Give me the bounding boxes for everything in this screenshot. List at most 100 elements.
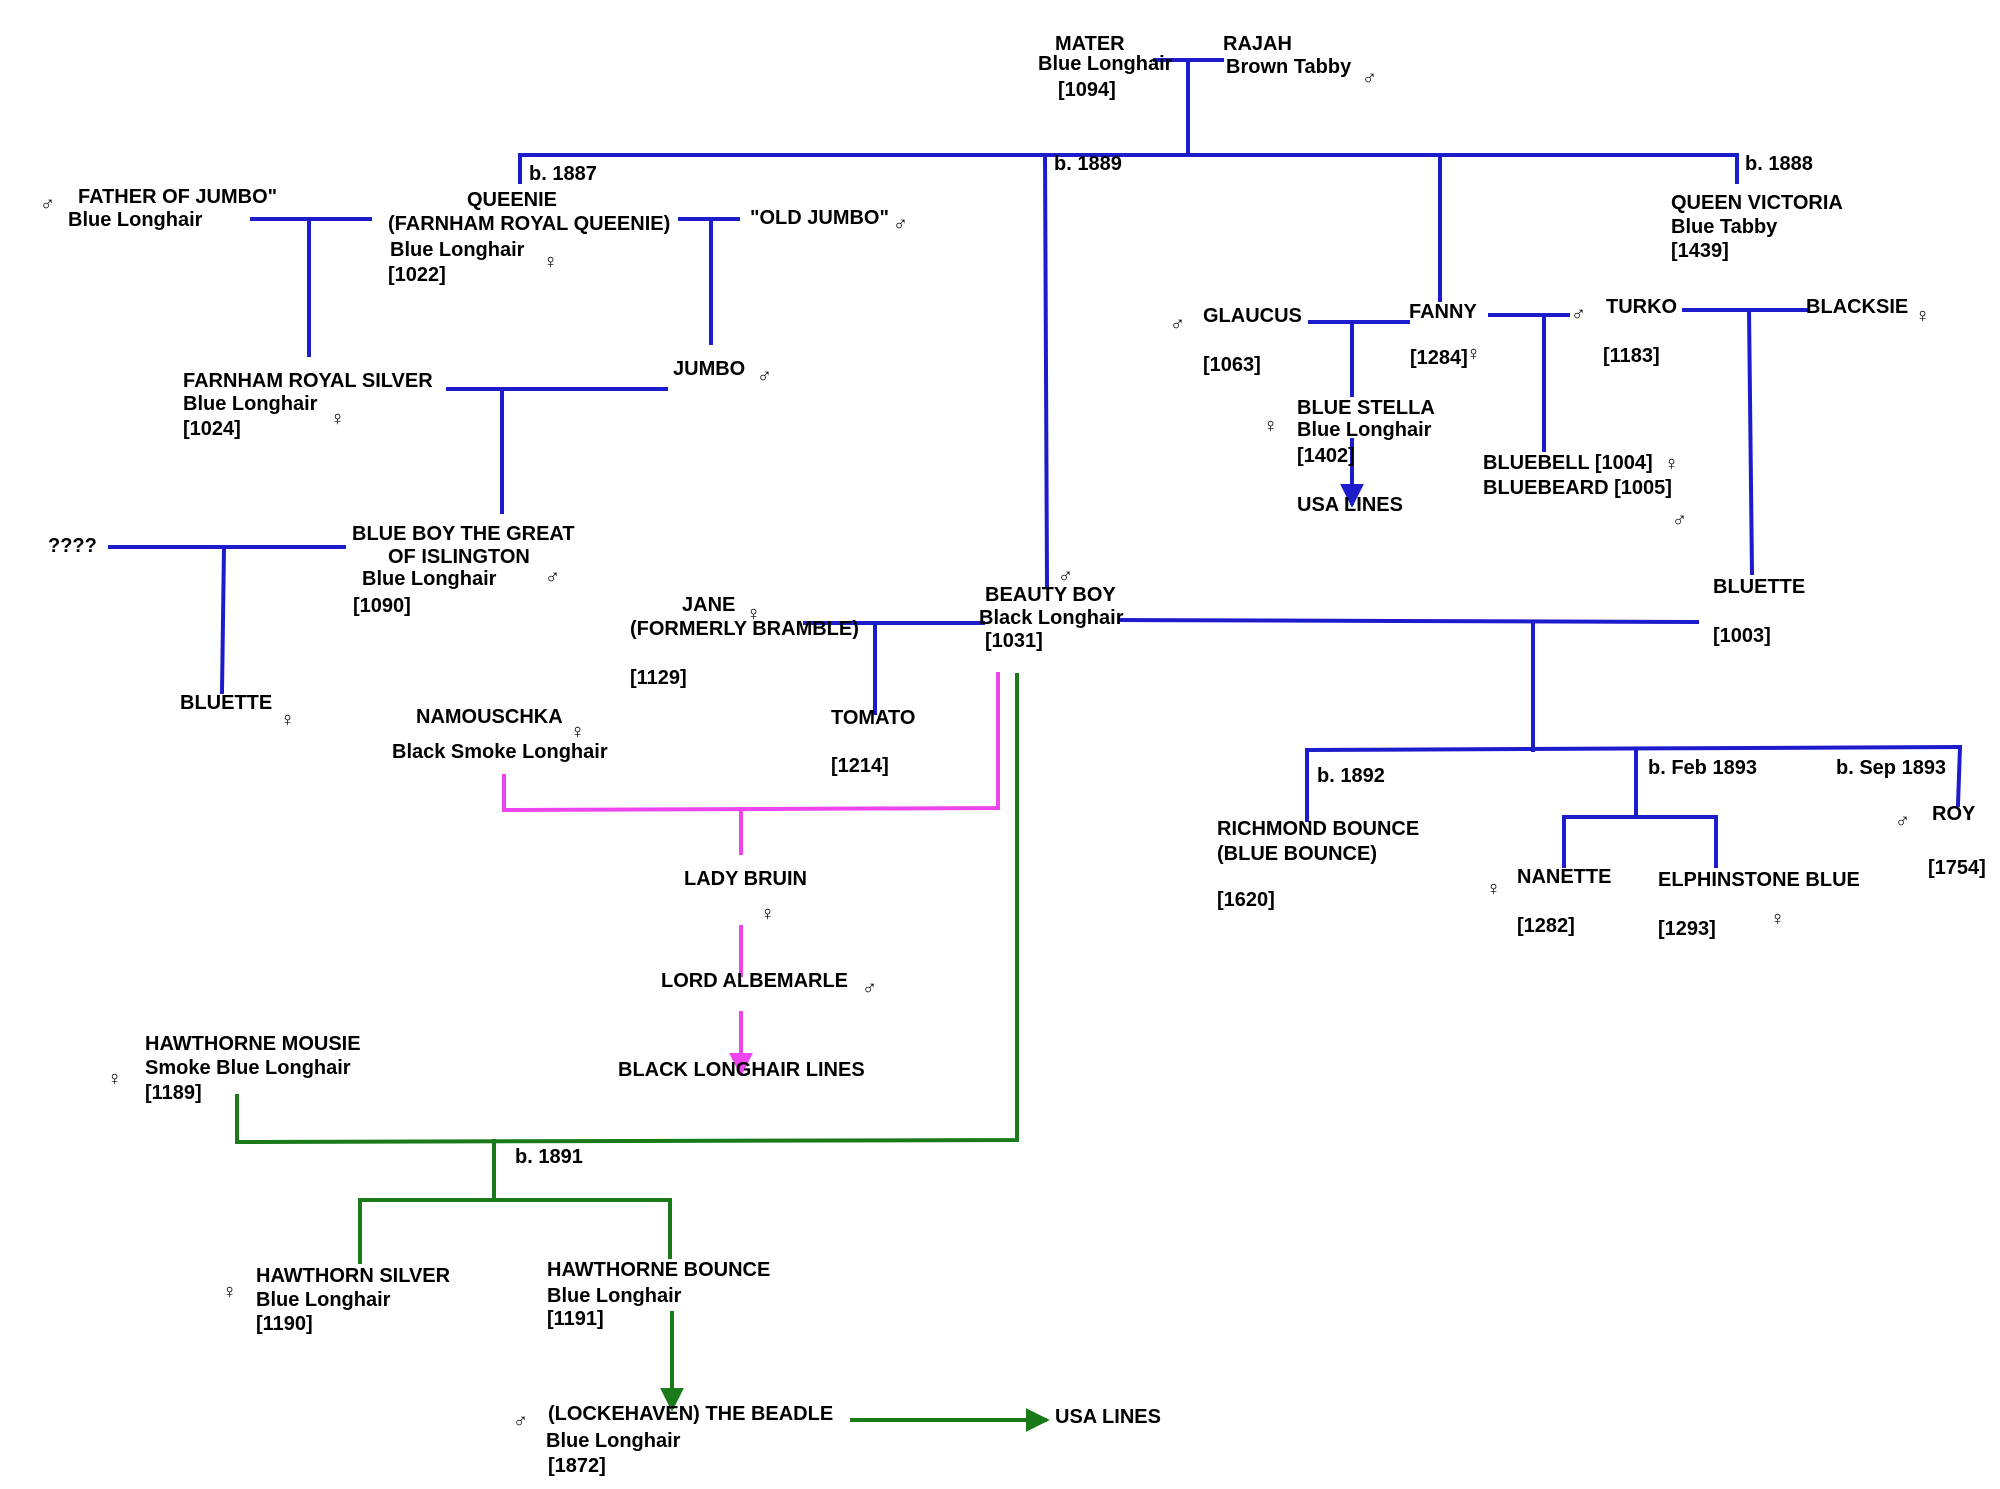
fanny-id: [1284] [1410, 347, 1468, 369]
magenta-connectors [502, 672, 1000, 1077]
node-jumbo: JUMBO ♂ [673, 358, 772, 387]
node-namouschka: NAMOUSCHKA ♀ Black Smoke Longhair [392, 706, 608, 763]
node-lord-albemarle: LORD ALBEMARLE ♂ [661, 970, 877, 999]
richmond-bounce-alias: (BLUE BOUNCE) [1217, 843, 1377, 865]
jane-name: JANE [682, 594, 735, 616]
usa-lines-1-label: USA LINES [1297, 494, 1403, 516]
node-queen-victoria: QUEEN VICTORIA Blue Tabby [1439] [1671, 192, 1843, 262]
female-symbol-icon: ♀ [280, 709, 295, 731]
node-richmond-bounce: RICHMOND BOUNCE (BLUE BOUNCE) [1620] [1217, 818, 1419, 911]
lord-albemarle-name: LORD ALBEMARLE [661, 970, 848, 992]
namouschka-breed: Black Smoke Longhair [392, 741, 608, 763]
father-of-jumbo-name: FATHER OF JUMBO" [78, 186, 277, 208]
namouschka-name: NAMOUSCHKA [416, 706, 563, 728]
node-jane: JANE ♀ (FORMERLY BRAMBLE) [1129] [630, 594, 859, 689]
tomato-id: [1214] [831, 755, 889, 777]
drop-roy [1955, 744, 1963, 808]
male-symbol-icon: ♂ [1362, 67, 1377, 89]
beauty-boy-name: BEAUTY BOY [985, 584, 1116, 606]
black-longhair-lines-label: BLACK LONGHAIR LINES [618, 1059, 865, 1081]
node-hawthorn-silver: ♀ HAWTHORN SILVER Blue Longhair [1190] [222, 1265, 451, 1335]
node-mater: MATER Blue Longhair [1094] [1038, 33, 1173, 101]
node-usa-lines-2: USA LINES [1055, 1406, 1161, 1428]
the-beadle-name: (LOCKEHAVEN) THE BEADLE [548, 1403, 833, 1425]
female-symbol-icon: ♀ [1466, 343, 1481, 365]
hawthorn-silver-breed: Blue Longhair [256, 1289, 391, 1311]
male-symbol-icon: ♂ [1058, 565, 1073, 587]
birth-label-sep-1893: b. Sep 1893 [1836, 757, 1946, 779]
bluette-left-name: BLUETTE [180, 692, 272, 714]
bluebeard-label: BLUEBEARD [1005] [1483, 477, 1672, 499]
female-symbol-icon: ♀ [107, 1068, 122, 1090]
bluette-right-id: [1003] [1713, 625, 1771, 647]
node-tomato: TOMATO [1214] [831, 707, 915, 777]
rajah-name: RAJAH [1223, 33, 1292, 55]
farnham-silver-breed: Blue Longhair [183, 393, 318, 415]
node-queenie: QUEENIE (FARNHAM ROYAL QUEENIE) Blue Lon… [388, 189, 670, 286]
node-usa-lines-1: USA LINES [1297, 494, 1403, 516]
female-symbol-icon: ♀ [570, 721, 585, 743]
hawthorne-mousie-name: HAWTHORNE MOUSIE [145, 1033, 361, 1055]
node-elphinstone-blue: ELPHINSTONE BLUE ♀ [1293] [1658, 869, 1860, 940]
female-symbol-icon: ♀ [330, 408, 345, 430]
turko-name: TURKO [1606, 296, 1677, 318]
birth-label-feb-1893: b. Feb 1893 [1648, 757, 1757, 779]
turko-id: [1183] [1603, 345, 1660, 367]
node-blue-stella: ♀ BLUE STELLA Blue Longhair [1402] [1263, 397, 1435, 467]
tomato-name: TOMATO [831, 707, 915, 729]
node-old-jumbo: "OLD JUMBO" ♂ [750, 207, 908, 235]
glaucus-name: GLAUCUS [1203, 305, 1302, 327]
bluette-right-name: BLUETTE [1713, 576, 1805, 598]
bluebell-label: BLUEBELL [1004] [1483, 452, 1653, 474]
node-father-of-jumbo: ♂ FATHER OF JUMBO" Blue Longhair [40, 186, 277, 231]
the-beadle-id: [1872] [548, 1455, 606, 1477]
hawthorn-silver-name: HAWTHORN SILVER [256, 1265, 451, 1287]
hawthorne-bounce-name: HAWTHORNE BOUNCE [547, 1259, 770, 1281]
beauty-boy-breed: Black Longhair [979, 607, 1124, 629]
mater-id: [1094] [1058, 79, 1116, 101]
queen-victoria-name: QUEEN VICTORIA [1671, 192, 1843, 214]
female-symbol-icon: ♀ [543, 251, 558, 273]
blue-boy-id: [1090] [353, 595, 411, 617]
elphinstone-blue-id: [1293] [1658, 918, 1716, 940]
roy-name: ROY [1932, 803, 1976, 825]
node-bluebell-bluebeard: BLUEBELL [1004] BLUEBEARD [1005] ♀ ♂ [1483, 452, 1687, 531]
farnham-silver-name: FARNHAM ROYAL SILVER [183, 370, 433, 392]
old-jumbo-name: "OLD JUMBO" [750, 207, 889, 229]
hawthorne-mousie-id: [1189] [145, 1082, 202, 1104]
node-rajah: RAJAH Brown Tabby ♂ [1223, 33, 1377, 89]
node-hawthorne-mousie: ♀ HAWTHORNE MOUSIE Smoke Blue Longhair [… [107, 1033, 361, 1104]
glaucus-id: [1063] [1203, 354, 1261, 376]
node-fanny: FANNY [1284] ♀ [1409, 301, 1481, 369]
queenie-alias: (FARNHAM ROYAL QUEENIE) [388, 213, 670, 235]
mater-name: MATER [1055, 33, 1125, 55]
elphinstone-blue-name: ELPHINSTONE BLUE [1658, 869, 1860, 891]
male-symbol-icon: ♂ [757, 365, 772, 387]
blue-stella-name: BLUE STELLA [1297, 397, 1435, 419]
female-symbol-icon: ♀ [746, 603, 761, 625]
node-hawthorne-bounce: HAWTHORNE BOUNCE Blue Longhair [1191] [547, 1259, 770, 1330]
namouschka-beauty-boy-mating-line [502, 672, 1000, 813]
node-roy: ♂ ROY [1754] [1895, 803, 1986, 879]
bluette-offspring-bar [1304, 744, 1963, 753]
birth-label-1887: b. 1887 [529, 163, 597, 185]
queenie-id: [1022] [388, 264, 446, 286]
queenie-name: QUEENIE [467, 189, 557, 211]
mousie-beauty-boy-mating-line [235, 673, 1019, 1145]
female-symbol-icon: ♀ [1915, 305, 1930, 327]
bluette-left-descent [219, 544, 227, 695]
female-symbol-icon: ♀ [1263, 415, 1278, 437]
male-symbol-icon: ♂ [1170, 313, 1185, 335]
hawthorne-bounce-id: [1191] [547, 1308, 604, 1330]
green-connectors [235, 673, 1050, 1432]
node-glaucus: ♂ GLAUCUS [1063] [1170, 305, 1302, 376]
birth-label-1892: b. 1892 [1317, 765, 1385, 787]
node-bluette-left: BLUETTE ♀ [180, 692, 295, 731]
male-symbol-icon: ♂ [893, 213, 908, 235]
hawthorne-mousie-breed: Smoke Blue Longhair [145, 1057, 351, 1079]
jumbo-name: JUMBO [673, 358, 745, 380]
jane-alias: (FORMERLY BRAMBLE) [630, 618, 859, 640]
blue-stella-breed: Blue Longhair [1297, 419, 1432, 441]
nanette-id: [1282] [1517, 915, 1575, 937]
